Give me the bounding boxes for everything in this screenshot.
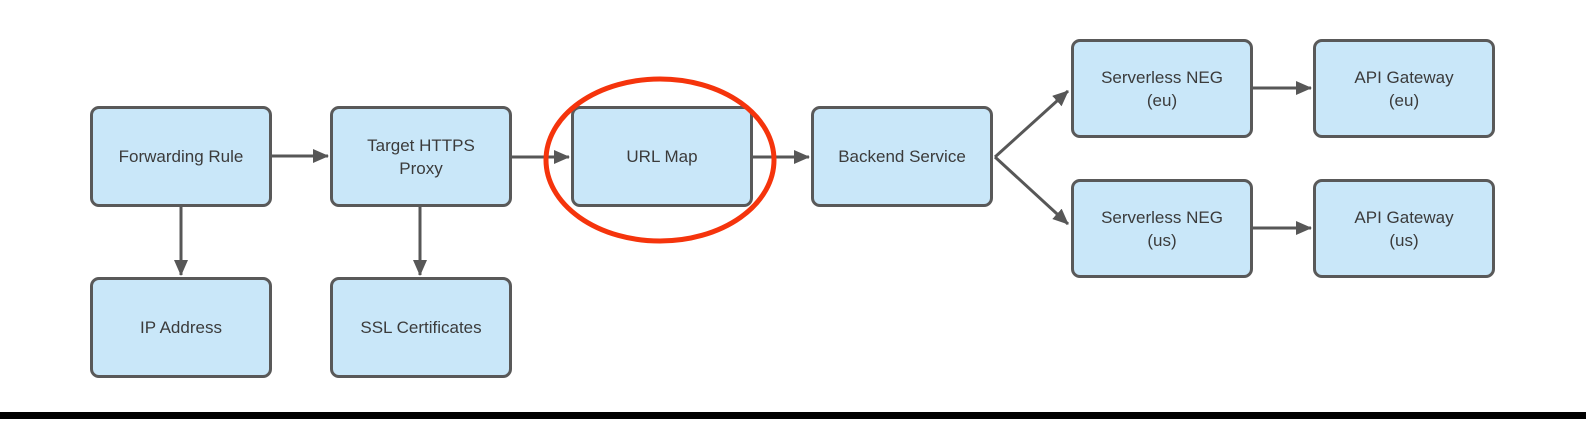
node-label: Proxy [399, 158, 443, 178]
bottom-border-bar [0, 412, 1586, 419]
node-label: Backend Service [838, 147, 966, 166]
node-label: URL Map [626, 147, 698, 166]
node-api-gateway-us: API Gateway (us) [1313, 179, 1495, 278]
node-label: Target HTTPS [367, 135, 475, 155]
node-label: (eu) [1146, 90, 1178, 110]
node-label: API Gateway [1354, 207, 1454, 227]
node-label: Serverless NEG [1101, 67, 1223, 87]
node-label: Forwarding Rule [118, 147, 244, 166]
node-label: (eu) [1388, 90, 1420, 110]
node-label: (us) [1389, 230, 1419, 250]
node-forwarding-rule: Forwarding Rule [90, 106, 272, 207]
node-label: SSL Certificates [360, 318, 482, 337]
node-url-map: URL Map [571, 106, 753, 207]
node-ip-address: IP Address [90, 277, 272, 378]
node-label: IP Address [140, 318, 222, 337]
node-label: Serverless NEG [1101, 207, 1223, 227]
node-target-https-proxy: Target HTTPS Proxy [330, 106, 512, 207]
node-backend-service: Backend Service [811, 106, 993, 207]
node-ssl-certificates: SSL Certificates [330, 277, 512, 378]
node-api-gateway-eu: API Gateway (eu) [1313, 39, 1495, 138]
edge-backend-service-to-serverless-neg-us [993, 155, 1070, 226]
edge-backend-service-to-serverless-neg-eu [993, 89, 1070, 159]
node-label: (us) [1147, 230, 1177, 250]
node-label: API Gateway [1354, 67, 1454, 87]
node-serverless-neg-eu: Serverless NEG (eu) [1071, 39, 1253, 138]
node-serverless-neg-us: Serverless NEG (us) [1071, 179, 1253, 278]
